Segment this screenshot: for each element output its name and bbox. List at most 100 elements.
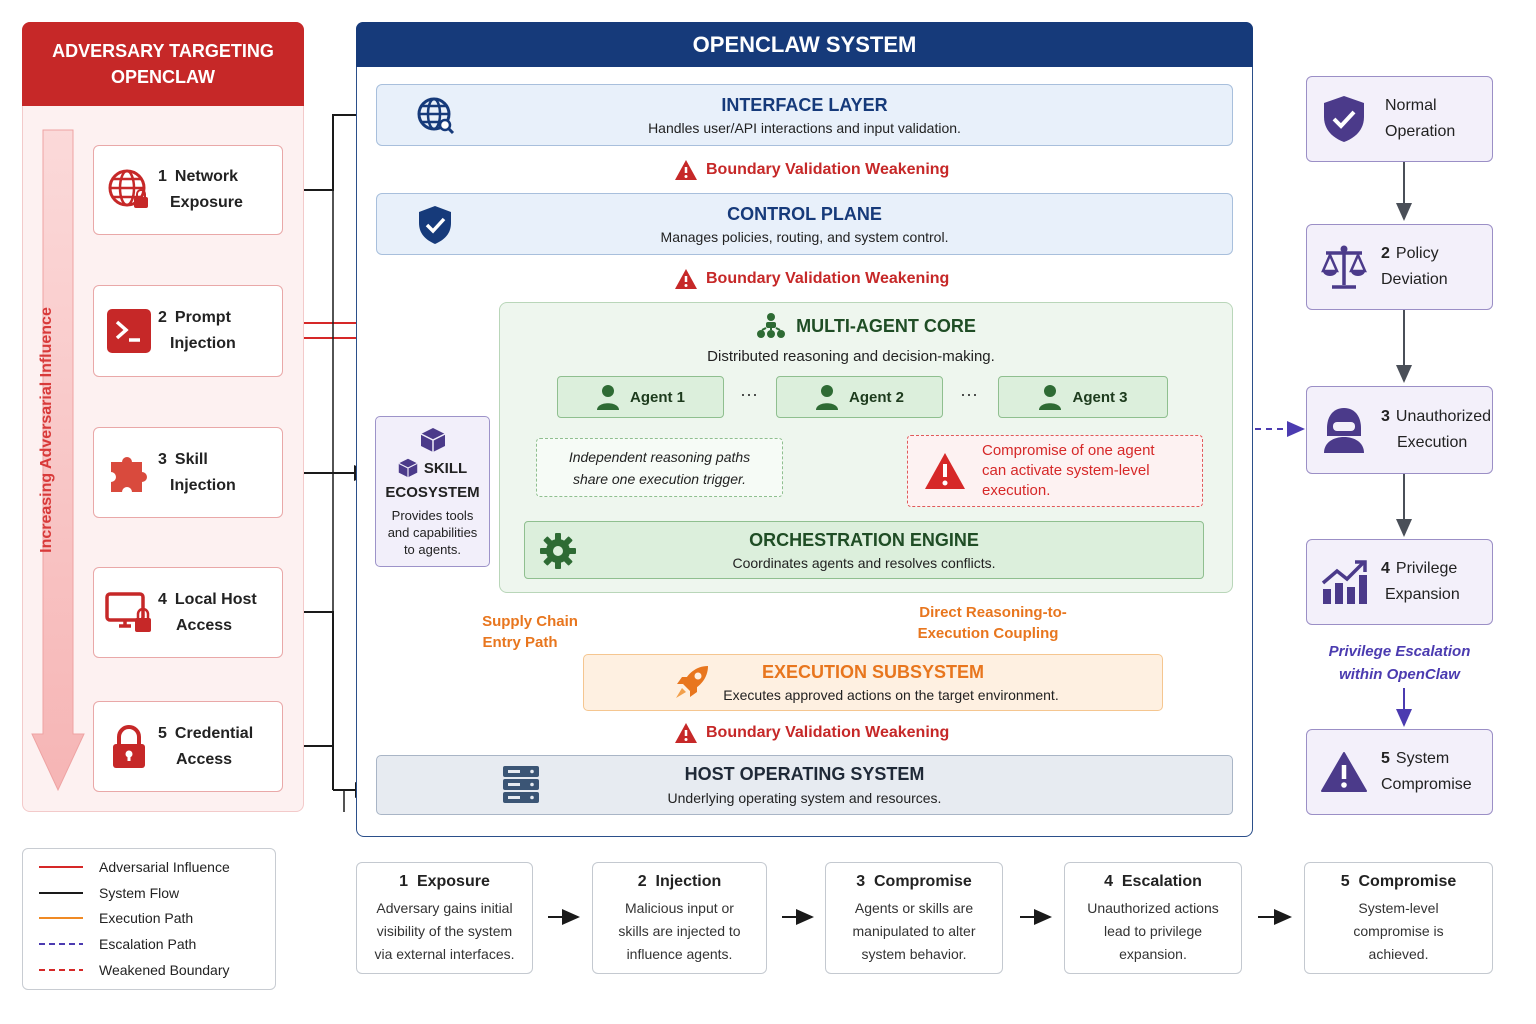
boundary-warning-1: Boundary Validation Weakening — [666, 158, 958, 182]
warning-icon — [908, 452, 982, 490]
escalation-number: 5 — [1381, 750, 1390, 767]
warning-icon — [675, 723, 697, 743]
influence-arrow — [31, 129, 85, 792]
vector-number: 4 — [158, 590, 167, 608]
legend-label: System Flow — [99, 885, 180, 901]
agent-1[interactable]: Agent 1 — [557, 376, 724, 418]
interface-desc: Handles user/API interactions and input … — [648, 119, 961, 136]
label-line: Direct Reasoning-to- — [919, 604, 1067, 621]
vector-label-line2: Access — [176, 616, 233, 634]
globe-search-icon — [416, 96, 456, 141]
phase-desc-line: System-level — [1358, 900, 1439, 916]
server-stack-icon — [502, 765, 540, 810]
coupling-label: Direct Reasoning-to- Execution Coupling — [905, 602, 1081, 644]
globe-lock-icon — [100, 167, 158, 213]
control-title: CONTROL PLANE — [727, 203, 882, 224]
orchestration-engine[interactable]: ORCHESTRATION ENGINE Coordinates agents … — [524, 521, 1204, 579]
phase-desc-line: visibility of the system — [376, 923, 513, 939]
agent-2[interactable]: Agent 2 — [776, 376, 943, 418]
phase-desc-line: Agents or skills are — [854, 900, 974, 916]
skill-ecosystem[interactable]: SKILL ECOSYSTEM Provides tools and capab… — [375, 416, 490, 567]
note-line: execution. — [982, 482, 1051, 499]
legend-item-adversarial: Adversarial Influence — [39, 859, 230, 875]
cube-icon — [376, 427, 489, 458]
execution-title: EXECUTION SUBSYSTEM — [761, 662, 985, 682]
caption-line: Privilege Escalation — [1328, 643, 1471, 660]
escalation-label-line2: Expansion — [1385, 586, 1460, 603]
execution-subsystem[interactable]: EXECUTION SUBSYSTEM Executes approved ac… — [583, 654, 1163, 711]
escalation-number: 3 — [1381, 408, 1390, 425]
phase-title: Exposure — [416, 873, 490, 890]
vector-label-line2: Access — [176, 750, 233, 768]
skill-title-line1: SKILL — [423, 459, 468, 477]
scales-icon — [1307, 243, 1381, 291]
interface-layer[interactable]: INTERFACE LAYER Handles user/API interac… — [376, 84, 1233, 146]
agent-label: Agent 2 — [848, 388, 904, 406]
vector-number: 2 — [158, 309, 167, 326]
phase-desc-line: skills are injected to — [618, 923, 741, 939]
shield-check-icon — [1307, 95, 1381, 143]
escalation-label-line2: Compromise — [1381, 776, 1472, 793]
padlock-icon — [100, 724, 158, 770]
boundary-label: Boundary Validation Weakening — [706, 270, 950, 287]
legend: Adversarial Influence System Flow Execut… — [22, 848, 276, 990]
phase-desc-line: Unauthorized actions — [1087, 900, 1219, 916]
phase-number: 2 — [637, 873, 647, 890]
phase-desc-line: achieved. — [1368, 946, 1429, 962]
influence-label: Increasing Adversarial Influence — [38, 307, 55, 553]
phase-number: 4 — [1104, 873, 1113, 890]
host-desc: Underlying operating system and resource… — [667, 790, 942, 806]
vector-label-line1: Skill — [174, 450, 208, 468]
core-title: MULTI-AGENT CORE — [796, 315, 976, 336]
vector-label-line1: Credential — [174, 724, 254, 742]
person-icon — [1039, 385, 1062, 410]
vector-label-line2: Injection — [170, 476, 236, 494]
phase-desc-line: influence agents. — [626, 946, 733, 962]
independent-paths-note: Independent reasoning paths share one ex… — [536, 438, 783, 497]
agent-network-icon — [757, 313, 786, 338]
rocket-icon — [674, 664, 710, 705]
boundary-label: Boundary Validation Weakening — [706, 724, 950, 741]
label-line: Supply Chain — [482, 613, 578, 630]
orchestration-title: ORCHESTRATION ENGINE — [749, 529, 979, 550]
core-desc: Distributed reasoning and decision-makin… — [707, 348, 995, 365]
hooded-hacker-icon — [1307, 406, 1381, 454]
escalation-caption: Privilege Escalation within OpenClaw — [1306, 640, 1493, 686]
phase-desc-line: via external interfaces. — [374, 946, 515, 962]
warning-triangle-icon — [1307, 751, 1381, 793]
person-icon — [815, 385, 838, 410]
adversary-title-line2: OPENCLAW — [110, 67, 215, 87]
vector-label-line1: Local Host — [174, 590, 257, 608]
legend-label: Escalation Path — [99, 936, 197, 952]
note-line: share one execution trigger. — [572, 470, 747, 487]
phase-desc-line: system behavior. — [861, 946, 967, 962]
execution-desc: Executes approved actions on the target … — [723, 687, 1059, 703]
legend-label: Weakened Boundary — [99, 962, 230, 978]
escalation-label-line2: Deviation — [1381, 271, 1448, 288]
legend-label: Adversarial Influence — [99, 859, 230, 875]
control-plane[interactable]: CONTROL PLANE Manages policies, routing,… — [376, 193, 1233, 255]
control-desc: Manages policies, routing, and system co… — [660, 228, 949, 245]
legend-item-escalation: Escalation Path — [39, 936, 196, 952]
agent-label: Agent 1 — [629, 388, 685, 406]
openclaw-system-header: OPENCLAW SYSTEM — [356, 22, 1253, 67]
person-icon — [596, 385, 619, 410]
escalation-label-line1: Normal — [1385, 97, 1437, 114]
skill-title-line2: ECOSYSTEM — [385, 484, 480, 501]
escalation-label-line2: Execution — [1397, 434, 1468, 451]
note-line: Independent reasoning paths — [568, 448, 751, 465]
vector-label-line1: Prompt — [174, 309, 231, 326]
agent-3[interactable]: Agent 3 — [998, 376, 1168, 418]
note-line: can activate system-level — [982, 462, 1150, 479]
